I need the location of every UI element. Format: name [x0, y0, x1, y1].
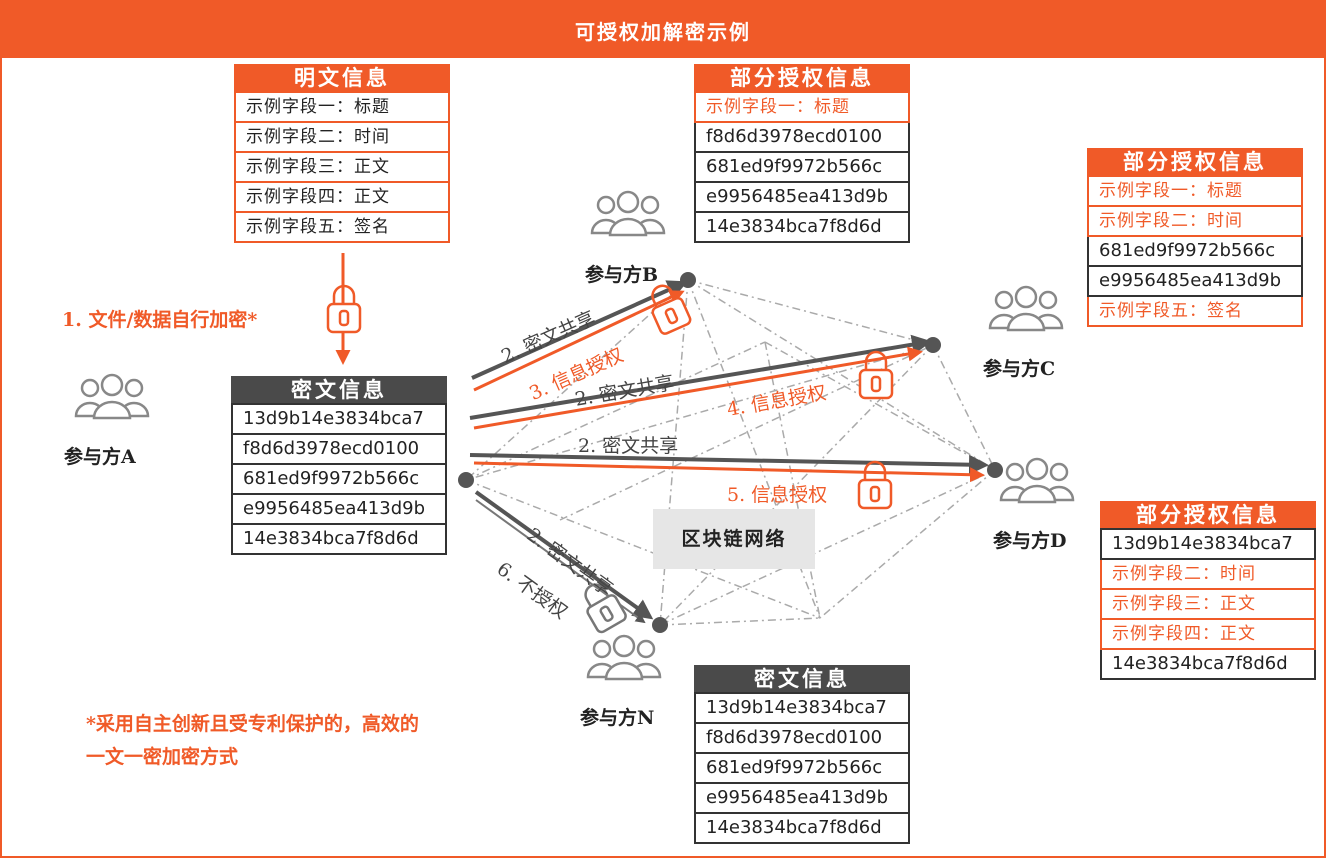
cipher-table-n: 密文信息 13d9b14e3834bca7 f8d6d3978ecd0100 6…	[694, 665, 910, 844]
table-row: 13d9b14e3834bca7	[1100, 528, 1316, 560]
share-arrow-c	[469, 334, 932, 420]
table-row: 示例字段二：时间	[1100, 560, 1316, 590]
page-title: 可授权加解密示例	[2, 2, 1324, 58]
plain-table-header: 明文信息	[234, 64, 450, 91]
table-row: 示例字段一：标题	[694, 91, 910, 123]
footnote: *采用自主创新且受专利保护的，高效的一文一密加密方式	[86, 713, 419, 768]
partial-table-header: 部分授权信息	[1087, 148, 1303, 175]
table-row: f8d6d3978ecd0100	[231, 435, 447, 465]
step-auth-d-label: 5. 信息授权	[727, 484, 828, 506]
lock-icon-auth-d	[857, 460, 893, 510]
users-icon-c	[988, 285, 1064, 332]
table-row: 14e3834bca7f8d6d	[694, 814, 910, 844]
share-arrow-b	[471, 280, 688, 380]
step-encrypt-label: 1. 文件/数据自行加密*	[62, 309, 258, 331]
partial-table-c: 部分授权信息 示例字段一：标题 示例字段二：时间 681ed9f9972b566…	[1087, 148, 1303, 327]
lock-icon-deny-n	[584, 583, 627, 634]
table-row: 14e3834bca7f8d6d	[231, 525, 447, 555]
table-row: 13d9b14e3834bca7	[231, 403, 447, 435]
table-row: 示例字段三：正文	[1100, 590, 1316, 620]
node-a	[458, 472, 474, 488]
table-row: 示例字段二：时间	[1087, 207, 1303, 237]
table-row: 681ed9f9972b566c	[231, 465, 447, 495]
partial-table-header: 部分授权信息	[694, 64, 910, 91]
table-row: 示例字段四：正文	[1100, 620, 1316, 650]
table-row: 14e3834bca7f8d6d	[694, 213, 910, 243]
auth-arrow-c	[473, 346, 923, 430]
users-icon-a	[74, 373, 150, 420]
table-row: 示例字段二：时间	[234, 123, 450, 153]
share-arrow-d	[469, 453, 989, 475]
table-row: 示例字段五：签名	[234, 213, 450, 243]
table-row: e9956485ea413d9b	[1087, 267, 1303, 297]
auth-arrow-d	[473, 461, 985, 483]
step-share-d-label: 2. 密文共享	[578, 435, 679, 457]
table-row: 681ed9f9972b566c	[694, 754, 910, 784]
blockchain-network-label: 区块链网络	[653, 509, 815, 569]
node-c	[925, 337, 941, 353]
party-label-b: 参与方B	[585, 264, 659, 286]
table-row: 681ed9f9972b566c	[1087, 237, 1303, 267]
table-row: 14e3834bca7f8d6d	[1100, 650, 1316, 680]
partial-table-d: 部分授权信息 13d9b14e3834bca7 示例字段二：时间 示例字段三：正…	[1100, 501, 1316, 680]
table-row: e9956485ea413d9b	[694, 183, 910, 213]
node-n	[652, 617, 668, 633]
table-row: f8d6d3978ecd0100	[694, 724, 910, 754]
table-row: 示例字段一：标题	[234, 91, 450, 123]
lock-icon-auth-b	[651, 284, 692, 335]
users-icon-b	[590, 190, 666, 237]
partial-table-b: 部分授权信息 示例字段一：标题 f8d6d3978ecd0100 681ed9f…	[694, 64, 910, 243]
lock-icon-auth-c	[858, 350, 894, 400]
table-row: 13d9b14e3834bca7	[694, 692, 910, 724]
table-row: 681ed9f9972b566c	[694, 153, 910, 183]
cipher-table-a: 密文信息 13d9b14e3834bca7 f8d6d3978ecd0100 6…	[231, 376, 447, 555]
party-label-c: 参与方C	[983, 358, 1056, 380]
table-row: 示例字段四：正文	[234, 183, 450, 213]
users-icon-d	[999, 457, 1075, 504]
table-row: e9956485ea413d9b	[694, 784, 910, 814]
node-b	[680, 272, 696, 288]
share-arrow-n	[474, 490, 654, 620]
partial-table-header: 部分授权信息	[1100, 501, 1316, 528]
users-icon-n	[586, 634, 662, 681]
plain-table: 明文信息 示例字段一：标题 示例字段二：时间 示例字段三：正文 示例字段四：正文…	[234, 64, 450, 243]
cipher-table-header: 密文信息	[694, 665, 910, 692]
party-label-n: 参与方N	[580, 707, 655, 729]
node-d	[987, 462, 1003, 478]
cipher-table-header: 密文信息	[231, 376, 447, 403]
party-label-a: 参与方A	[64, 446, 136, 468]
party-label-d: 参与方D	[993, 530, 1067, 552]
table-row: f8d6d3978ecd0100	[694, 123, 910, 153]
table-row: 示例字段一：标题	[1087, 175, 1303, 207]
table-row: e9956485ea413d9b	[231, 495, 447, 525]
table-row: 示例字段三：正文	[234, 153, 450, 183]
lock-icon-encrypt	[326, 284, 362, 334]
auth-arrow-b	[473, 290, 685, 392]
table-row: 示例字段五：签名	[1087, 297, 1303, 327]
